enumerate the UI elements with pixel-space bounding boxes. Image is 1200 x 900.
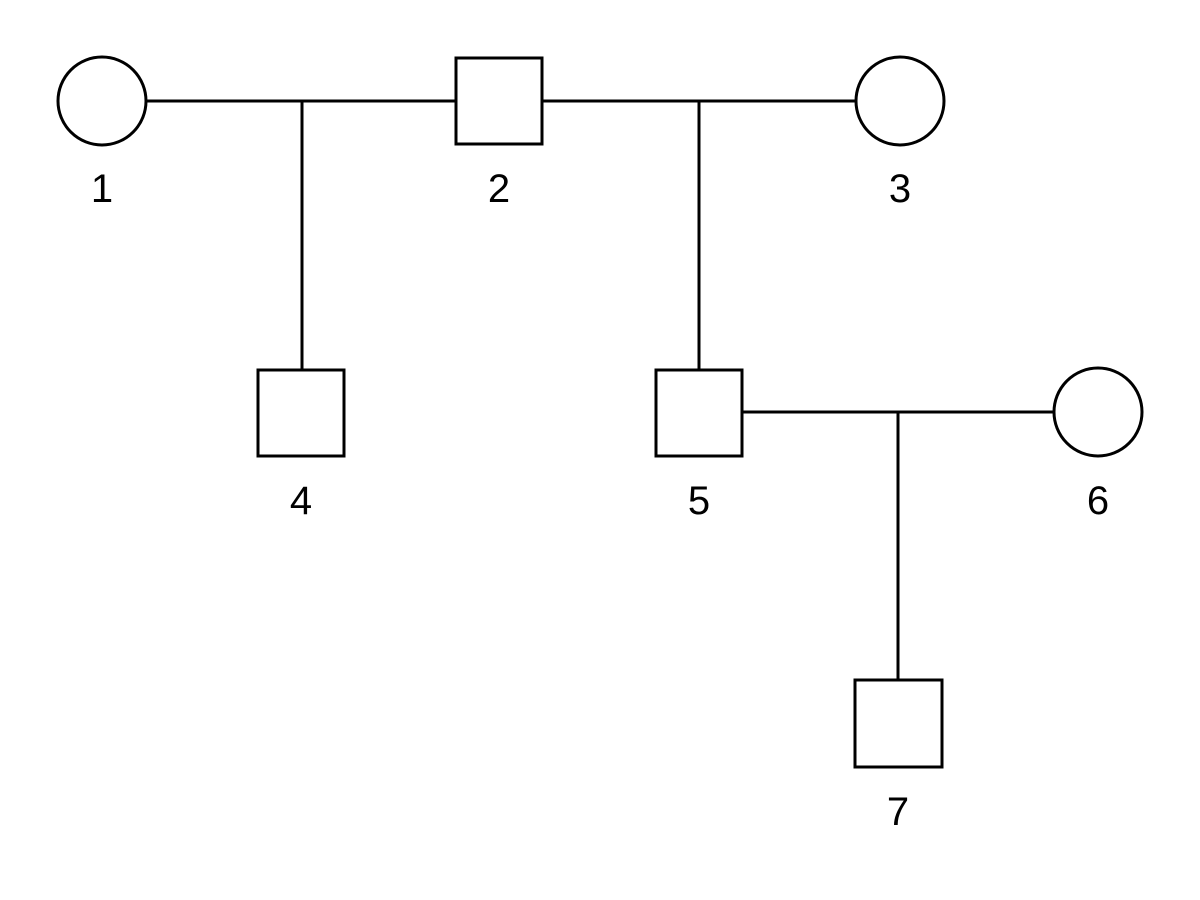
member-1[interactable]: 1 [56,55,148,211]
male-square-icon[interactable] [454,56,544,146]
member-label-7: 7 [887,790,909,834]
member-5[interactable]: 5 [654,368,744,523]
member-label-4: 4 [290,479,312,523]
member-label-3: 3 [889,167,911,211]
member-label-1: 1 [91,167,113,211]
member-label-5: 5 [688,479,710,523]
male-square-icon[interactable] [256,368,346,458]
member-2[interactable]: 2 [454,56,544,211]
male-square-icon[interactable] [654,368,744,458]
union-5-6 [742,410,1054,680]
female-circle-icon[interactable] [56,55,148,147]
union-1-2 [146,99,456,370]
male-square-icon[interactable] [853,678,944,769]
member-label-2: 2 [488,167,510,211]
member-6[interactable]: 6 [1052,366,1144,523]
member-4[interactable]: 4 [256,368,346,523]
female-circle-icon[interactable] [1052,366,1144,458]
female-circle-icon[interactable] [854,55,946,147]
member-label-6: 6 [1087,479,1109,523]
union-2-3 [542,99,856,370]
member-7[interactable]: 7 [853,678,944,834]
member-3[interactable]: 3 [854,55,946,211]
